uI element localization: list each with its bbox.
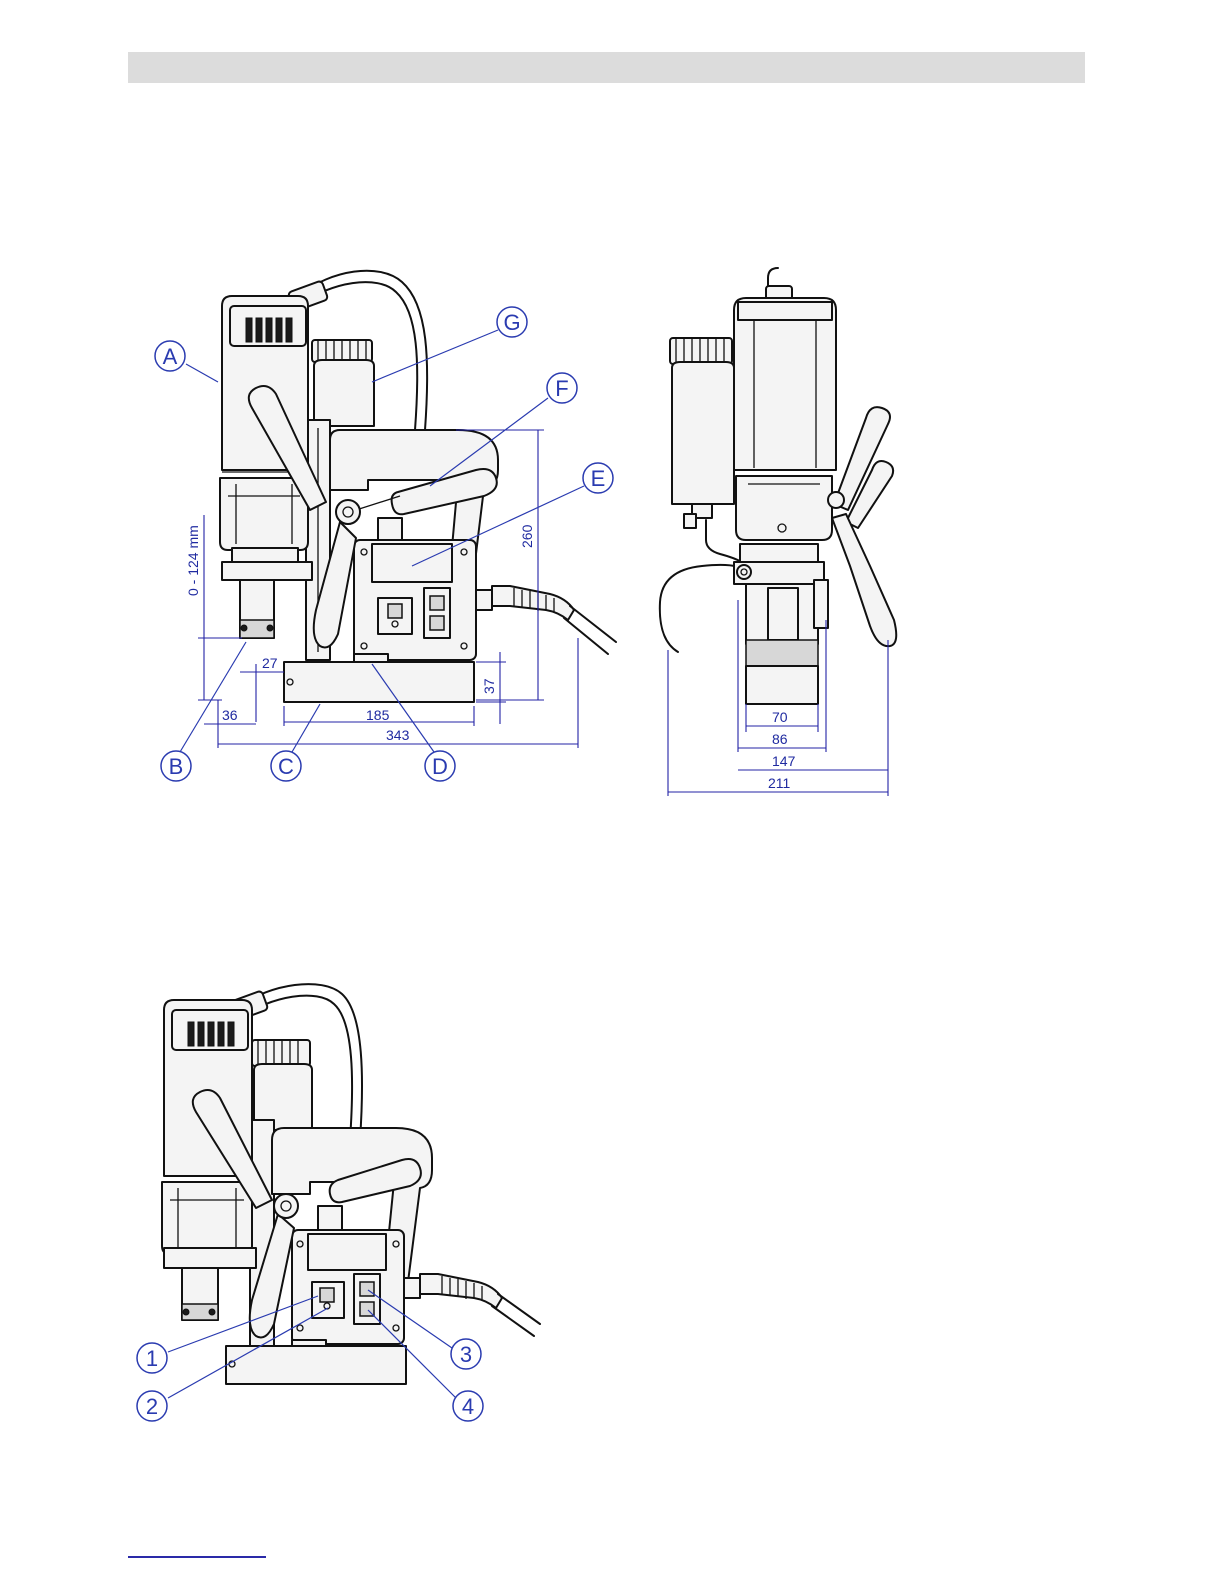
svg-text:2: 2 xyxy=(146,1394,158,1419)
control-view-drill xyxy=(162,984,540,1384)
dim-27-label: 27 xyxy=(262,655,278,671)
dim-260-label: 260 xyxy=(519,524,535,548)
dim-86-label: 86 xyxy=(772,731,788,747)
dim-37-label: 37 xyxy=(481,678,497,694)
svg-text:G: G xyxy=(503,310,520,335)
svg-text:1: 1 xyxy=(146,1346,158,1371)
footer-rule xyxy=(128,1556,266,1558)
front-view-drill xyxy=(660,268,896,704)
dim-36-label: 36 xyxy=(222,707,238,723)
dim-70-label: 70 xyxy=(772,709,788,725)
side-view-drill xyxy=(220,271,616,702)
svg-text:C: C xyxy=(278,754,294,779)
svg-text:F: F xyxy=(555,376,568,401)
svg-text:A: A xyxy=(163,344,178,369)
svg-text:E: E xyxy=(591,466,606,491)
svg-text:4: 4 xyxy=(462,1394,474,1419)
dim-185-label: 185 xyxy=(366,707,390,723)
dim-147-label: 147 xyxy=(772,753,796,769)
dim-211-label: 211 xyxy=(768,775,791,791)
dim-343-label: 343 xyxy=(386,727,410,743)
svg-text:D: D xyxy=(432,754,448,779)
svg-text:3: 3 xyxy=(460,1342,472,1367)
dim-stroke-label: 0 - 124 mm xyxy=(185,525,201,596)
svg-text:B: B xyxy=(169,754,184,779)
